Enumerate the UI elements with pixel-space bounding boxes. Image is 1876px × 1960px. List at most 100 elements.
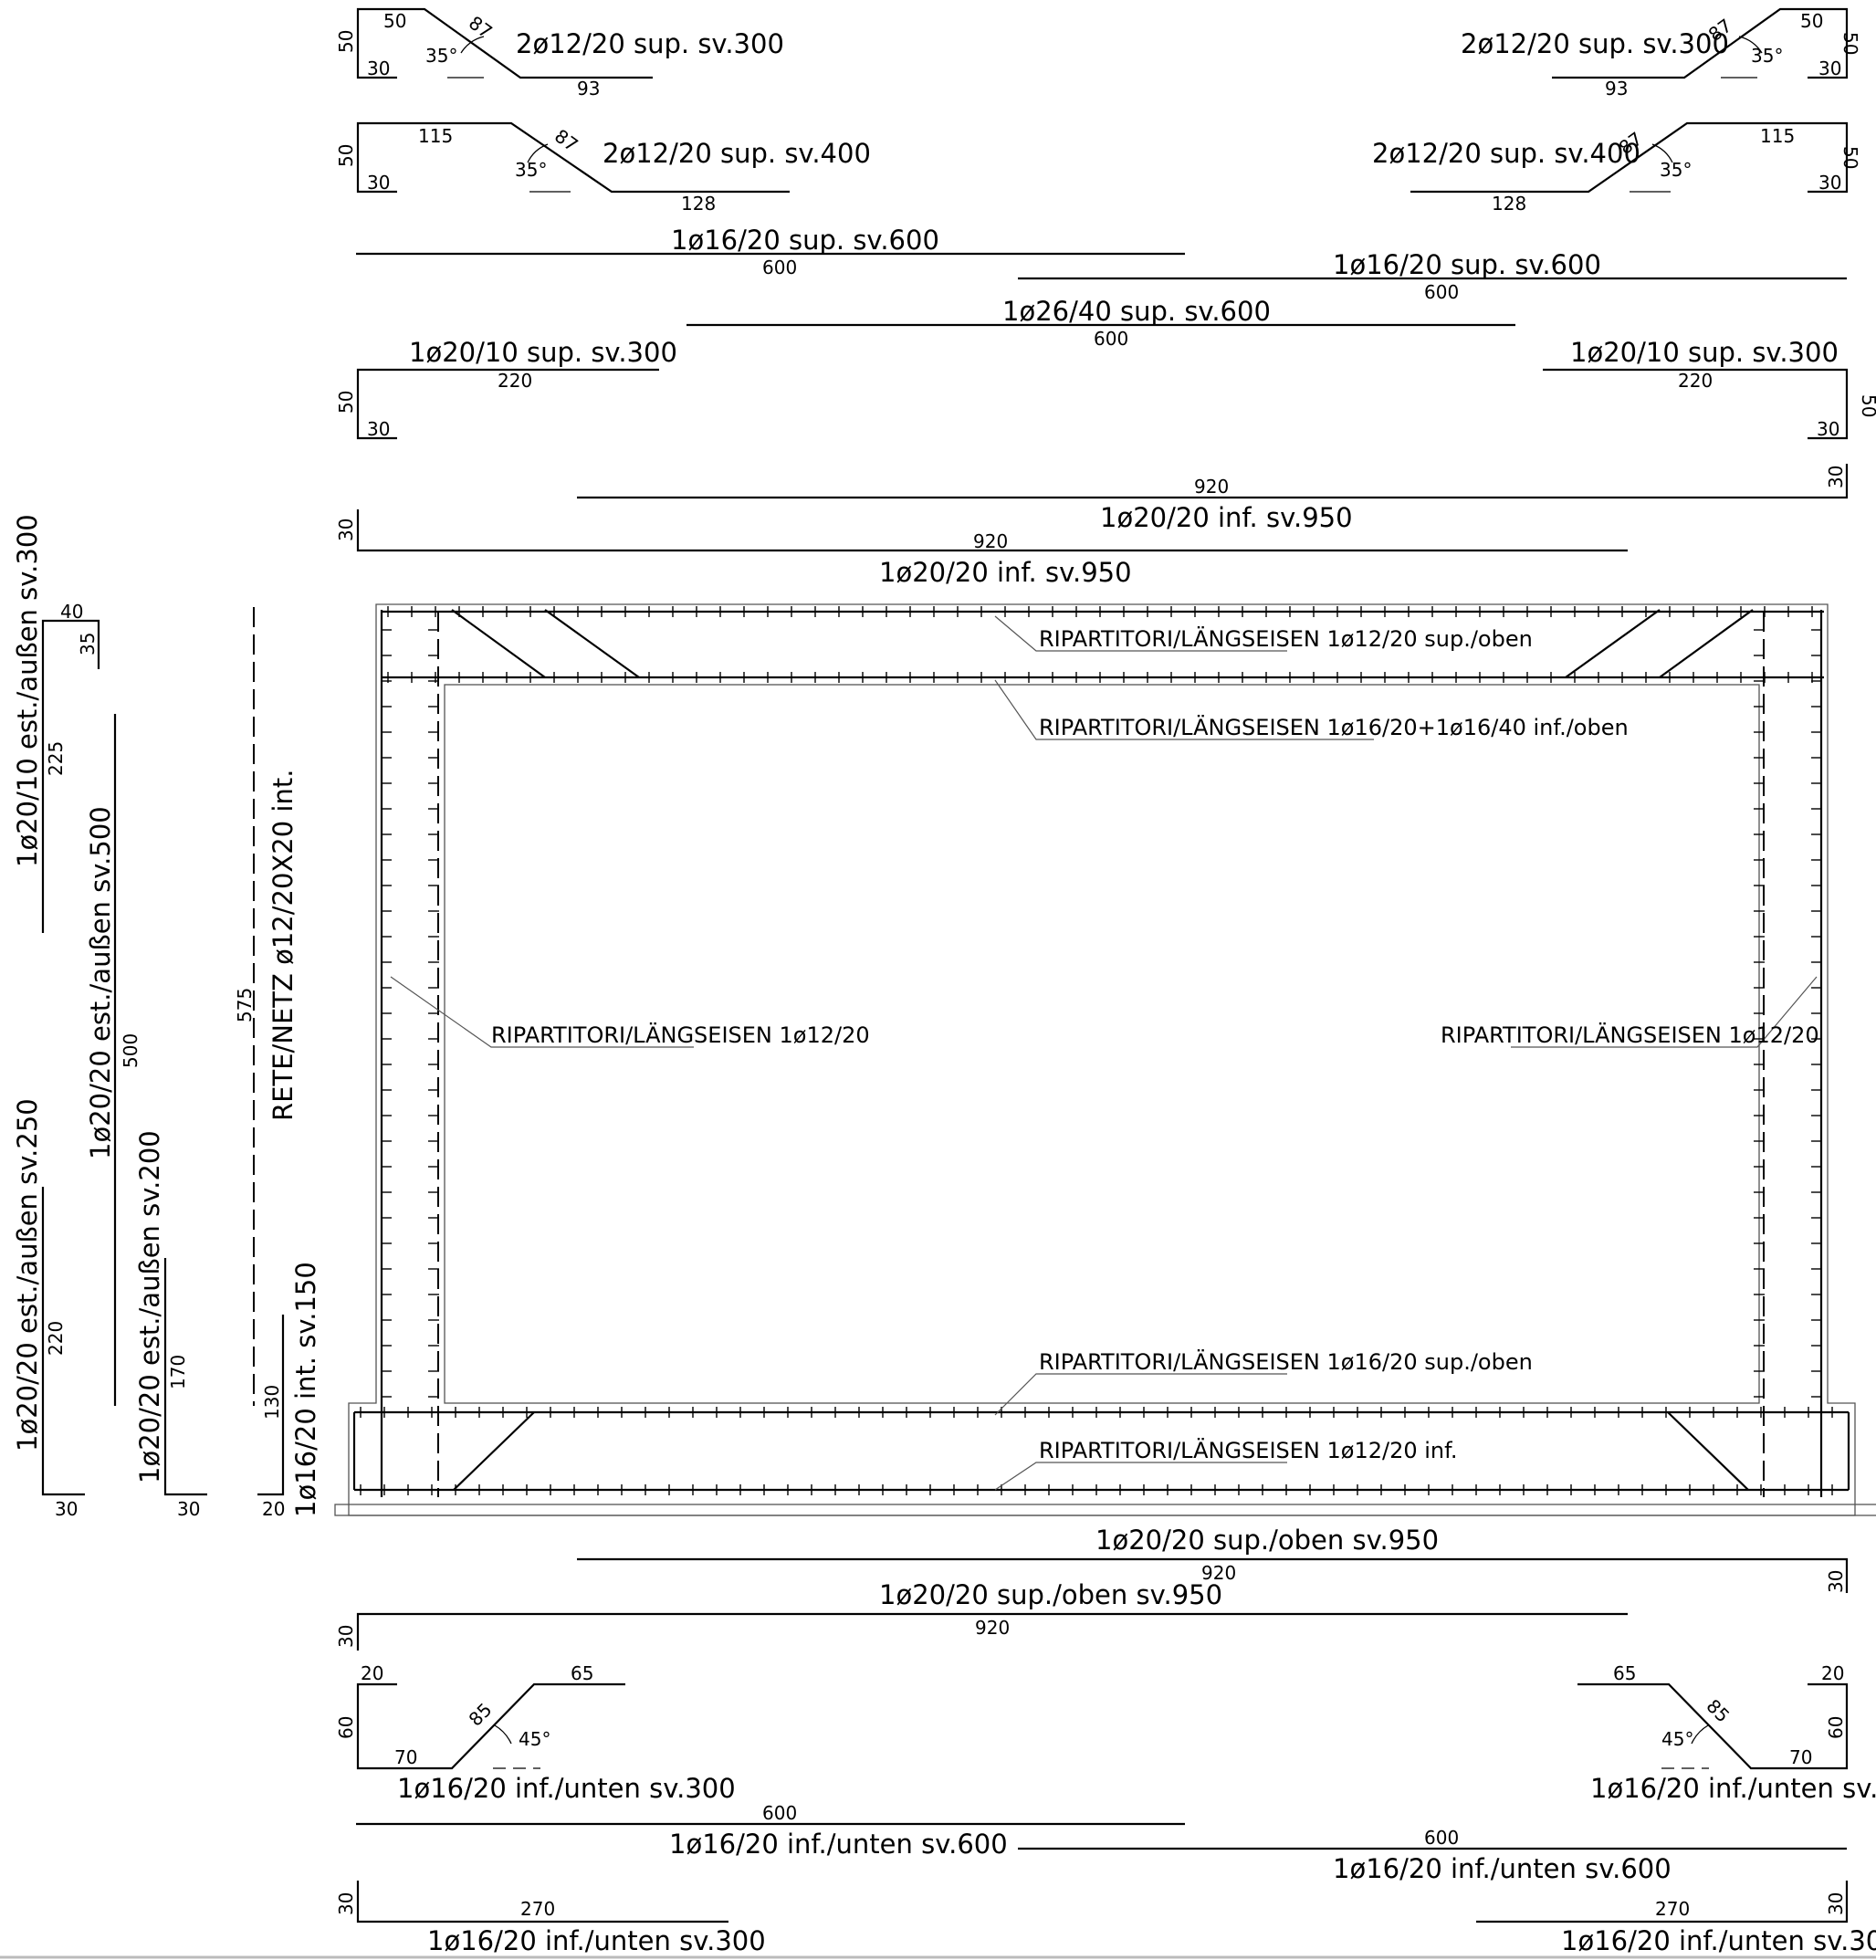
label-c3-right: 1ø16/20 inf./unten sv.300: [1590, 1773, 1876, 1804]
dim-b1-right-left: 50: [1839, 32, 1861, 55]
distribution-bars-vertical: [381, 629, 1822, 1398]
annotation-a3: RIPARTITORI/LÄNGSEISEN 1ø12/20: [390, 976, 870, 1048]
label-b3: 1ø16/20 sup. sv.600: [671, 225, 939, 256]
bar-shape-b4: 1ø16/20 sup. sv.600 600: [1018, 249, 1847, 303]
bar-shape-b3: 1ø16/20 sup. sv.600 600: [356, 225, 1185, 278]
label-s2: 1ø20/20 est./außen sv.500: [85, 806, 116, 1159]
bar-shape-b5: 1ø26/40 sup. sv.600 600: [686, 296, 1515, 350]
label-s5: RETE/NETZ ø12/20X20 int.: [267, 770, 299, 1121]
dim-b4-len: 600: [1424, 281, 1459, 303]
label-b6-left: 1ø20/10 sup. sv.300: [409, 337, 677, 368]
dim-b6-left-len: 220: [498, 370, 532, 392]
annotation-a4-text: RIPARTITORI/LÄNGSEISEN 1ø12/20: [1441, 1022, 1819, 1048]
dim-b2-right-left: 50: [1839, 146, 1861, 169]
dim-b1-right-run: 93: [1605, 78, 1628, 100]
dim-s1-len: 225: [45, 741, 67, 776]
dim-b2-left-angle: 35°: [515, 159, 547, 181]
dim-c1-len: 920: [1201, 1562, 1236, 1584]
dim-c1-hook: 30: [1825, 1570, 1847, 1593]
annotation-a5-text: RIPARTITORI/LÄNGSEISEN 1ø16/20 sup./oben: [1039, 1348, 1533, 1375]
label-b2-left: 2ø12/20 sup. sv.400: [603, 138, 871, 169]
bar-shape-s1: 40 35 225 1ø20/10 est./außen sv.300: [12, 514, 100, 933]
dim-s4-len: 170: [167, 1355, 189, 1389]
dim-s1-top: 40: [60, 601, 83, 623]
dim-s3-foot: 30: [55, 1498, 78, 1520]
dim-c6-right-hook: 30: [1825, 1892, 1847, 1915]
dim-s2-len: 500: [120, 1033, 141, 1068]
dim-b1-left-run: 93: [577, 78, 600, 100]
bar-shape-c2: 1ø20/20 sup./oben sv.950 920 30: [335, 1579, 1628, 1651]
label-b2-right: 2ø12/20 sup. sv.400: [1372, 138, 1640, 169]
blinding-layer: [334, 1504, 1876, 1516]
dim-c3-left-top: 20: [361, 1662, 383, 1684]
bar-shape-c6-right: 270 30 1ø16/20 inf./unten sv.300: [1476, 1881, 1876, 1956]
label-c2: 1ø20/20 sup./oben sv.950: [879, 1579, 1222, 1610]
dim-c3-left-foot: 70: [394, 1746, 417, 1768]
label-b7: 1ø20/20 inf. sv.950: [1100, 502, 1353, 533]
dim-s5-len: 575: [234, 988, 256, 1022]
dim-c6-left-len: 270: [520, 1898, 555, 1920]
annotation-a1-text: RIPARTITORI/LÄNGSEISEN 1ø12/20 sup./oben: [1039, 625, 1533, 652]
dim-c6-left-hook: 30: [335, 1892, 357, 1915]
bar-shape-c6-left: 270 30 1ø16/20 inf./unten sv.300: [335, 1881, 766, 1956]
dim-c5-len: 600: [1424, 1827, 1459, 1849]
dim-c6-right-len: 270: [1655, 1898, 1690, 1920]
label-c5: 1ø16/20 inf./unten sv.600: [1333, 1853, 1672, 1884]
dim-s4-foot: 30: [177, 1498, 200, 1520]
annotation-a2: RIPARTITORI/LÄNGSEISEN 1ø16/20+1ø16/40 i…: [994, 679, 1629, 740]
bar-shape-s4: 170 30 1ø20/20 est./außen sv.200: [134, 1130, 207, 1520]
label-s4: 1ø20/20 est./außen sv.200: [134, 1130, 165, 1483]
dim-b6-right-len: 220: [1678, 370, 1713, 392]
dim-b2-right-angle: 35°: [1660, 159, 1692, 181]
label-b4: 1ø16/20 sup. sv.600: [1333, 249, 1601, 280]
dim-c3-left-angle: 45°: [519, 1728, 550, 1750]
dim-c3-left-diag: 85: [465, 1699, 497, 1731]
dim-b2-right-foot: 30: [1818, 172, 1841, 194]
dim-b1-right-foot: 30: [1818, 58, 1841, 79]
dim-b1-left-angle: 35°: [425, 45, 457, 67]
dim-b2-left-top: 115: [418, 125, 453, 147]
dim-b7-hook: 30: [1825, 466, 1847, 488]
dim-c3-left-left: 60: [335, 1716, 357, 1739]
bar-shape-c5: 600 1ø16/20 inf./unten sv.600: [1018, 1827, 1847, 1884]
bar-shape-b7: 920 1ø20/20 inf. sv.950 30: [577, 464, 1849, 533]
dim-b6-right-foot: 30: [1817, 418, 1839, 440]
dim-b8-hook: 30: [335, 519, 357, 541]
dim-c2-len: 920: [975, 1617, 1010, 1639]
annotation-a6: RIPARTITORI/LÄNGSEISEN 1ø12/20 inf.: [994, 1437, 1457, 1491]
dim-b7-len: 920: [1194, 476, 1229, 498]
dim-c3-right-angle: 45°: [1661, 1728, 1693, 1750]
label-c6-right: 1ø16/20 inf./unten sv.300: [1561, 1925, 1876, 1956]
bar-shape-b2-left: 115 50 30 87 35° 128 2ø12/20 sup. sv.400: [335, 121, 871, 215]
bar-shape-b2-right: 115 50 30 87 35° 128 2ø12/20 sup. sv.400: [1372, 121, 1861, 215]
dim-b1-left-left: 50: [335, 30, 357, 53]
dim-c4-len: 600: [762, 1802, 797, 1824]
label-s1: 1ø20/10 est./außen sv.300: [12, 514, 43, 867]
dim-b3-len: 600: [762, 257, 797, 278]
bar-shape-b1-left: 50 50 30 87 35° 93 2ø12/20 sup. sv.300: [335, 7, 784, 100]
dim-s6-foot: 20: [262, 1498, 285, 1520]
label-b6-right: 1ø20/10 sup. sv.300: [1570, 337, 1839, 368]
dim-b2-left-left: 50: [335, 144, 357, 167]
dim-s6-len: 130: [261, 1385, 283, 1420]
dim-b1-right-angle: 35°: [1751, 45, 1783, 67]
dim-b2-left-foot: 30: [367, 172, 390, 194]
dim-s3-len: 220: [45, 1321, 67, 1356]
label-c1: 1ø20/20 sup./oben sv.950: [1095, 1525, 1439, 1556]
annotation-a1: RIPARTITORI/LÄNGSEISEN 1ø12/20 sup./oben: [994, 615, 1533, 652]
dim-b2-left-diag: 87: [550, 125, 582, 156]
label-c4: 1ø16/20 inf./unten sv.600: [669, 1829, 1008, 1860]
annotation-a4: RIPARTITORI/LÄNGSEISEN 1ø12/20: [1441, 976, 1819, 1048]
dim-b2-right-top: 115: [1760, 125, 1795, 147]
dim-b5-len: 600: [1094, 328, 1128, 350]
label-b1-left: 2ø12/20 sup. sv.300: [516, 28, 784, 59]
annotation-a5: RIPARTITORI/LÄNGSEISEN 1ø16/20 sup./oben: [994, 1348, 1533, 1416]
label-b1-right: 2ø12/20 sup. sv.300: [1461, 28, 1729, 59]
dim-b6-left-foot: 30: [367, 418, 390, 440]
bar-shape-s2: 500 1ø20/20 est./außen sv.500: [85, 714, 141, 1406]
annotation-a3-text: RIPARTITORI/LÄNGSEISEN 1ø12/20: [491, 1022, 870, 1048]
dim-b8-len: 920: [973, 530, 1008, 552]
annotation-a6-text: RIPARTITORI/LÄNGSEISEN 1ø12/20 inf.: [1039, 1437, 1457, 1463]
dim-b1-right-top: 50: [1800, 10, 1823, 32]
